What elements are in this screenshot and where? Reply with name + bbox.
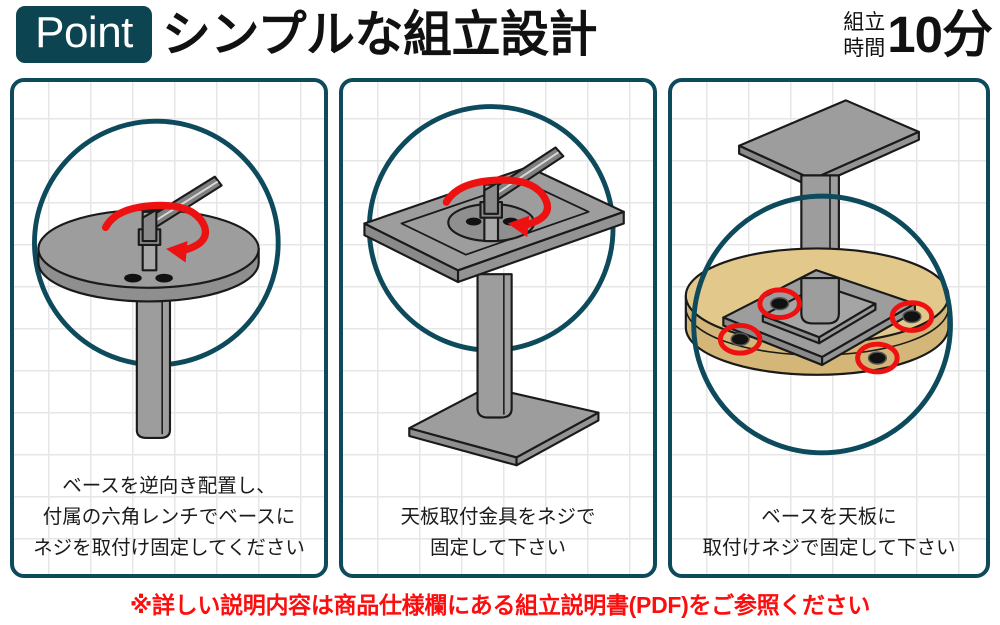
caption-line: 天板取付金具をネジで [400,506,596,528]
illustration-step-3 [672,82,986,482]
illustration-step-1 [14,82,324,482]
caption-line: 付属の六角レンチでベースに [42,506,296,528]
caption-step-3: ベースを天板に 取付けネジで固定して下さい [672,502,986,564]
caption-step-1: ベースを逆向き配置し、 付属の六角レンチでベースに ネジを取付け固定してください [14,471,324,564]
footer-note: ※詳しい説明内容は商品仕様欄にある組立説明書(PDF)をご参照ください [129,592,871,618]
point-badge: Point [16,6,152,63]
caption-line: 取付けネジで固定して下さい [702,537,956,559]
caption-line: ベースを天板に [761,506,897,528]
illustration-step-2 [343,82,653,482]
assembly-time-value: 10分 [887,6,993,63]
step-panel-3: ベースを天板に 取付けネジで固定して下さい [668,78,990,578]
assembly-time-label-line2: 時間 [843,37,886,60]
caption-line: 固定して下さい [430,537,566,559]
header: Point シンプルな組立設計 組立 時間 10分 [0,0,1000,74]
caption-line: ベースを逆向き配置し、 [62,475,276,497]
assembly-time-label: 組立 時間 [843,8,885,62]
step-panel-2: 天板取付金具をネジで 固定して下さい [339,78,657,578]
caption-step-2: 天板取付金具をネジで 固定して下さい [343,502,653,564]
step-panel-1: ベースを逆向き配置し、 付属の六角レンチでベースに ネジを取付け固定してください [10,78,328,578]
caption-line: ネジを取付け固定してください [33,537,305,559]
assembly-time-label-line1: 組立 [843,11,886,34]
page-title: シンプルな組立設計 [162,8,598,62]
point-badge-label: Point [35,7,133,57]
assembly-time-block: 組立 時間 10分 [843,4,993,66]
